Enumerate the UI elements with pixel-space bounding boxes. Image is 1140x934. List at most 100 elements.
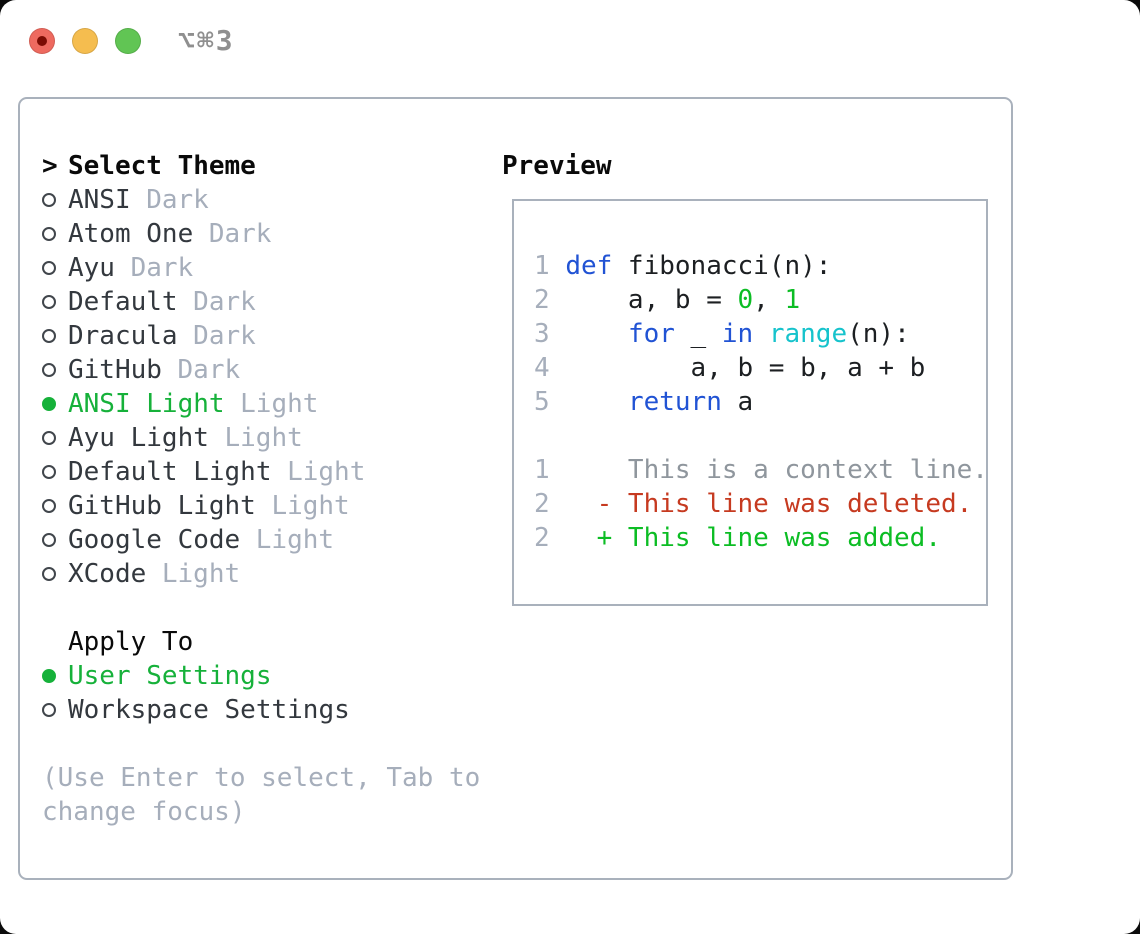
line-number: 2	[534, 489, 550, 519]
theme-option[interactable]: Atom One Dark	[42, 217, 492, 251]
radio-icon	[42, 227, 56, 241]
radio-icon	[42, 567, 56, 581]
preview-title: Preview	[502, 151, 612, 181]
pointer-icon: >	[42, 151, 58, 181]
code-segment-plain	[753, 319, 769, 349]
radio-cell	[42, 431, 68, 445]
theme-name: XCode	[68, 559, 147, 589]
code-segment-keyword: return	[627, 387, 722, 417]
line-number: 5	[534, 387, 550, 417]
line-number: 2	[534, 523, 550, 553]
code-segment-keyword: for	[627, 319, 675, 349]
code-segment-plain: a, b = b, a + b	[549, 353, 926, 383]
theme-variant-badge: Light	[161, 559, 241, 589]
radio-selected-icon	[42, 397, 56, 411]
radio-icon	[42, 465, 56, 479]
radio-icon	[42, 499, 56, 513]
radio-icon	[42, 295, 56, 309]
spacer	[534, 419, 986, 453]
code-segment-number: 1	[784, 285, 801, 315]
theme-option[interactable]: ANSI Light Light	[42, 387, 492, 421]
radio-icon	[42, 193, 56, 207]
code-segment-plain: a, b =	[549, 285, 738, 315]
select-theme-header: > Select Theme	[42, 149, 492, 183]
theme-variant-badge: Dark	[208, 219, 272, 249]
theme-variant-badge: Light	[240, 389, 319, 419]
theme-name: Google Code	[68, 525, 241, 555]
diff-preview: 1 This is a context line.2 - This line w…	[534, 453, 986, 555]
code-segment-plain: a	[721, 387, 754, 417]
spacer	[42, 591, 492, 625]
line-number: 2	[534, 285, 550, 315]
theme-name: Dracula	[68, 321, 178, 351]
section-title: Select Theme	[68, 151, 256, 181]
apply-to-label: Workspace Settings	[68, 695, 350, 725]
radio-cell	[42, 193, 68, 207]
theme-name: Atom One	[68, 219, 194, 249]
theme-variant-badge: Dark	[193, 287, 256, 317]
code-line: 1 def fibonacci(n):	[534, 249, 986, 283]
theme-name: GitHub Light	[68, 491, 256, 521]
code-segment-keyword: in	[721, 319, 754, 349]
code-segment-keyword: def	[565, 251, 613, 281]
theme-variant-badge: Dark	[177, 355, 241, 385]
radio-icon	[42, 533, 56, 547]
code-segment-plain: _	[674, 319, 722, 349]
diff-line-context: 1 This is a context line.	[534, 453, 986, 487]
diff-text: This is a context line.	[549, 455, 988, 485]
radio-cell	[42, 465, 68, 479]
code-line: 5 return a	[534, 385, 986, 419]
apply-to-title: Apply To	[68, 627, 194, 657]
spacer	[42, 727, 492, 761]
radio-cell	[42, 533, 68, 547]
theme-name: ANSI Light	[68, 389, 225, 419]
theme-variant-badge: Light	[224, 423, 303, 453]
theme-name: Default	[68, 287, 178, 317]
apply-to-option[interactable]: User Settings	[42, 659, 492, 693]
keyboard-shortcut-label: ⌥⌘3	[178, 24, 235, 57]
close-button[interactable]	[29, 27, 55, 54]
radio-cell	[42, 703, 68, 717]
code-segment-plain: fibonacci(n):	[612, 251, 832, 281]
theme-variant-badge: Dark	[146, 185, 209, 215]
code-line: 2 a, b = 0, 1	[534, 283, 986, 317]
theme-name: Ayu	[68, 253, 115, 283]
radio-cell	[42, 261, 68, 275]
window-titlebar: ⌥⌘3	[29, 24, 235, 57]
diff-text: + This line was added.	[549, 523, 941, 553]
radio-icon	[42, 329, 56, 343]
apply-to-label: User Settings	[68, 661, 272, 691]
radio-selected-icon	[42, 669, 56, 683]
line-number: 3	[534, 319, 550, 349]
help-text-line: change focus)	[42, 797, 246, 827]
radio-icon	[42, 261, 56, 275]
radio-cell	[42, 567, 68, 581]
zoom-button[interactable]	[115, 27, 141, 54]
code-segment-plain: (n):	[847, 319, 910, 349]
code-segment-plain	[550, 251, 566, 281]
diff-line-deleted: 2 - This line was deleted.	[534, 487, 986, 521]
apply-to-option[interactable]: Workspace Settings	[42, 693, 492, 727]
radio-cell	[42, 363, 68, 377]
theme-name: GitHub	[68, 355, 162, 385]
preview-column: Preview 1 def fibonacci(n):2 a, b = 0, 1…	[502, 149, 988, 606]
radio-cell	[42, 499, 68, 513]
minimize-button[interactable]	[72, 27, 98, 54]
apply-to-header: Apply To	[42, 625, 492, 659]
theme-option[interactable]: GitHub Dark	[42, 353, 492, 387]
line-number: 4	[534, 353, 550, 383]
radio-cell	[42, 227, 68, 241]
code-segment-number: 0	[737, 285, 754, 315]
theme-option[interactable]: Default Dark	[42, 285, 492, 319]
theme-option[interactable]: XCode Light	[42, 557, 492, 591]
